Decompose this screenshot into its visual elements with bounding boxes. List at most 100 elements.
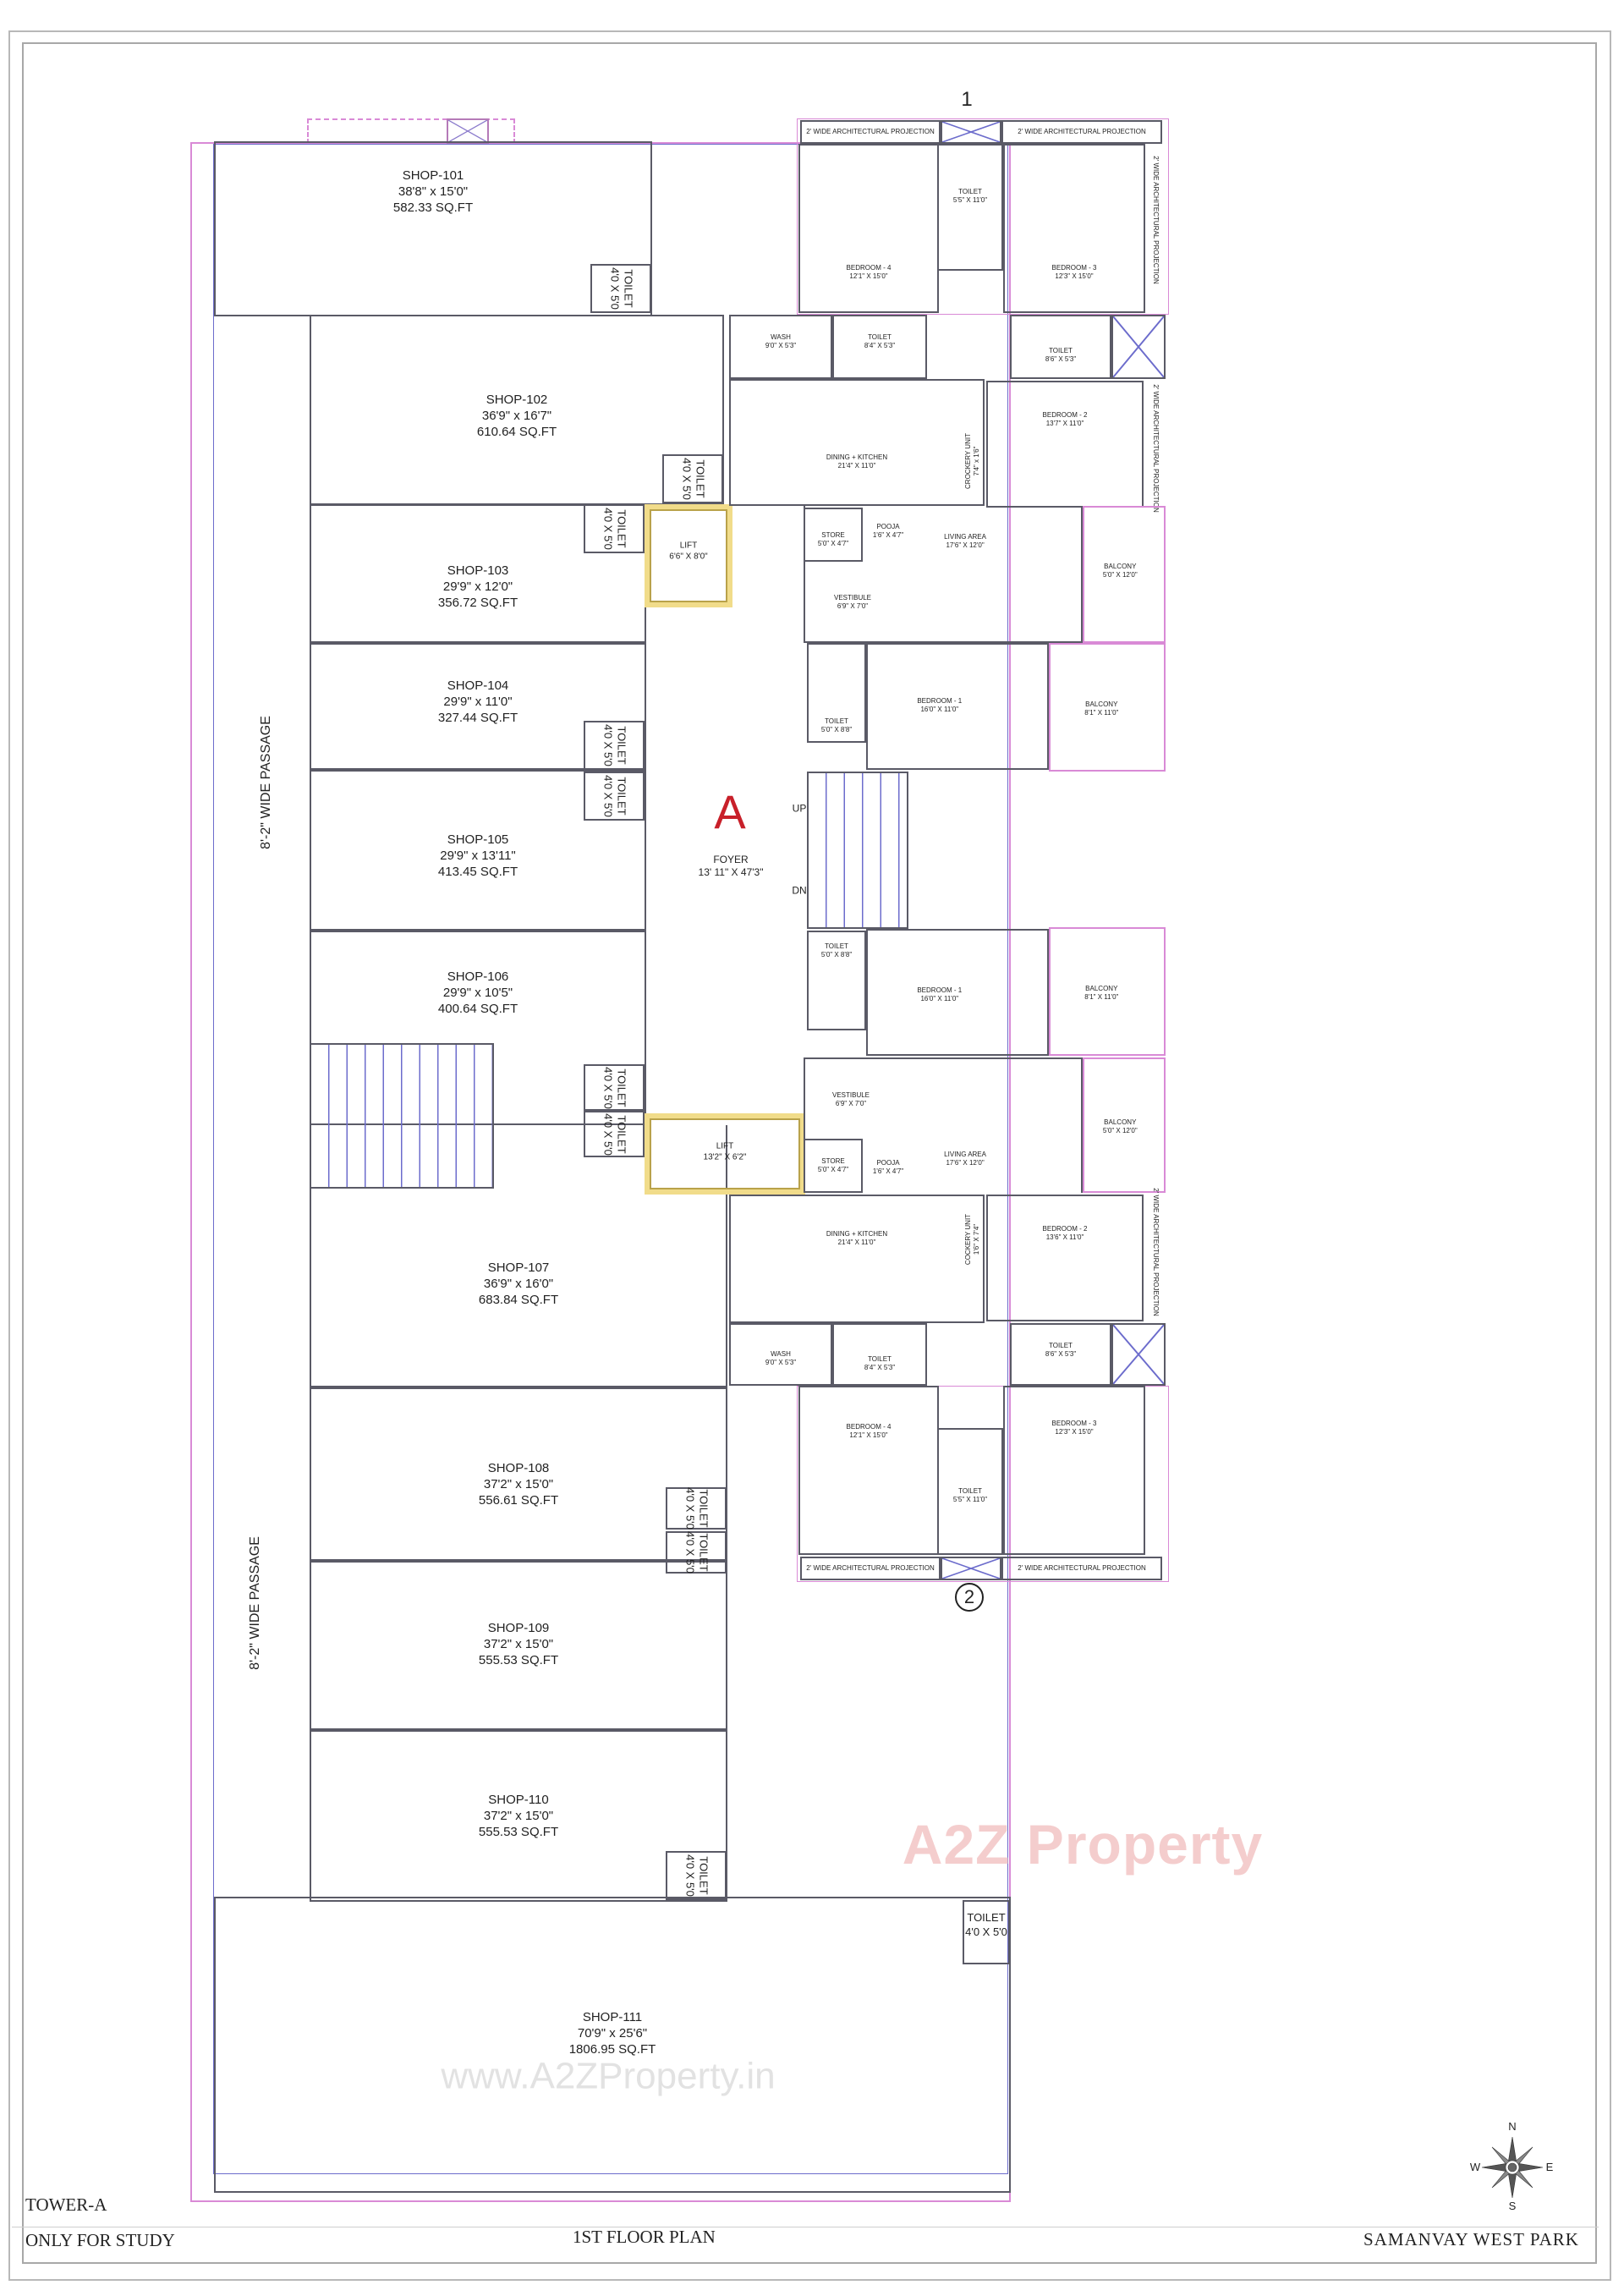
- lift-top-name: LIFT: [679, 541, 698, 551]
- watermark-url: www.A2ZProperty.in: [441, 2055, 776, 2097]
- toilet-label: TOILET: [622, 269, 635, 308]
- shop-106-area: 400.64 SQ.FT: [437, 1001, 518, 1016]
- room-name: LIVING AREA: [944, 1151, 986, 1158]
- compass-w: W: [1469, 2160, 1481, 2173]
- room-size: 1'6" X 4'7": [872, 1167, 904, 1175]
- shop-101-dims: 38'8" x 15'0": [398, 184, 469, 199]
- shop-111-dims: 70'9" x 25'6": [577, 2025, 648, 2041]
- compass-s: S: [1508, 2199, 1517, 2212]
- shop-110-dims: 37'2" x 15'0": [483, 1808, 554, 1823]
- room-size: 16'0" X 11'0": [920, 995, 959, 1002]
- flat-1-projection-boundary: [797, 118, 1169, 315]
- room-size: 12'1" X 15'0": [849, 1431, 888, 1439]
- room-name: TOILET: [868, 1355, 892, 1363]
- drawing-border: [22, 42, 1597, 2264]
- shop-102-dims: 36'9" x 16'7": [481, 408, 552, 423]
- toilet-label: TOILET: [697, 1856, 710, 1895]
- room-size: 13'7" X 11'0": [1045, 420, 1084, 427]
- flat-2-projection-right: 2' WIDE ARCHITECTURAL PROJECTION: [1001, 1557, 1162, 1580]
- shop-103-dims: 29'9" x 12'0": [442, 579, 513, 594]
- room-name: TOILET: [958, 188, 982, 195]
- room-size: 16'0" X 11'0": [920, 706, 959, 713]
- room-name: COCKERY UNIT: [964, 1213, 972, 1266]
- room-name: STORE: [821, 531, 845, 539]
- core-staircase: [807, 772, 908, 929]
- room-size: 17'6" X 12'0": [946, 1159, 985, 1167]
- flat-1-side-projection: 2' WIDE ARCHITECTURAL PROJECTION: [1152, 156, 1160, 284]
- toilet-label: TOILET: [615, 1068, 628, 1107]
- flat-1-duct-b: [1111, 315, 1166, 379]
- room-name: BEDROOM - 4: [846, 1423, 892, 1431]
- room-size: 8'6" X 5'3": [1045, 1350, 1077, 1358]
- toilet-label: TOILET: [615, 777, 628, 816]
- room-size: 8'1" X 11'0": [1084, 709, 1119, 717]
- foyer-size: 13' 11" X 47'3": [698, 866, 764, 878]
- room-size: 5'0" X 4'7": [817, 540, 849, 547]
- room-name: TOILET: [958, 1487, 982, 1495]
- room-size: 1'6" X 7'4": [973, 1223, 980, 1255]
- toilet-label: TOILET: [694, 459, 707, 498]
- room-size: 5'0" X 4'7": [817, 1166, 849, 1173]
- room-size: 5'5" X 11'0": [952, 1496, 988, 1503]
- flat-2-side-projection: 2' WIDE ARCHITECTURAL PROJECTION: [1152, 1188, 1160, 1316]
- shop-102-area: 610.64 SQ.FT: [476, 424, 557, 439]
- toilet-label: TOILET: [967, 1911, 1006, 1925]
- shop-111-area: 1806.95 SQ.FT: [568, 2041, 656, 2057]
- shop-104-dims: 29'9" x 11'0": [443, 694, 513, 709]
- lift-bottom-size: 13'2" X 6'2": [703, 1152, 747, 1162]
- room-size: 7'4" x 1'6": [973, 446, 980, 476]
- shop-109-name: SHOP-109: [487, 1620, 550, 1635]
- toilet-size: 4'0 X 5'0: [683, 1854, 696, 1897]
- shop-101-projection: [307, 118, 515, 144]
- room-name: POOJA: [876, 523, 900, 530]
- room-name: BALCONY: [1085, 985, 1118, 992]
- room-size: 5'5" X 11'0": [952, 196, 988, 204]
- shop-111-name: SHOP-111: [582, 2009, 643, 2024]
- stair-up-label: UP: [792, 802, 807, 815]
- shop-staircase: [310, 1043, 494, 1189]
- toilet-size: 4'0 X 5'0: [683, 1531, 696, 1574]
- flat-1-marker: 1: [961, 88, 973, 111]
- room-name: VESTIBULE: [831, 1091, 870, 1099]
